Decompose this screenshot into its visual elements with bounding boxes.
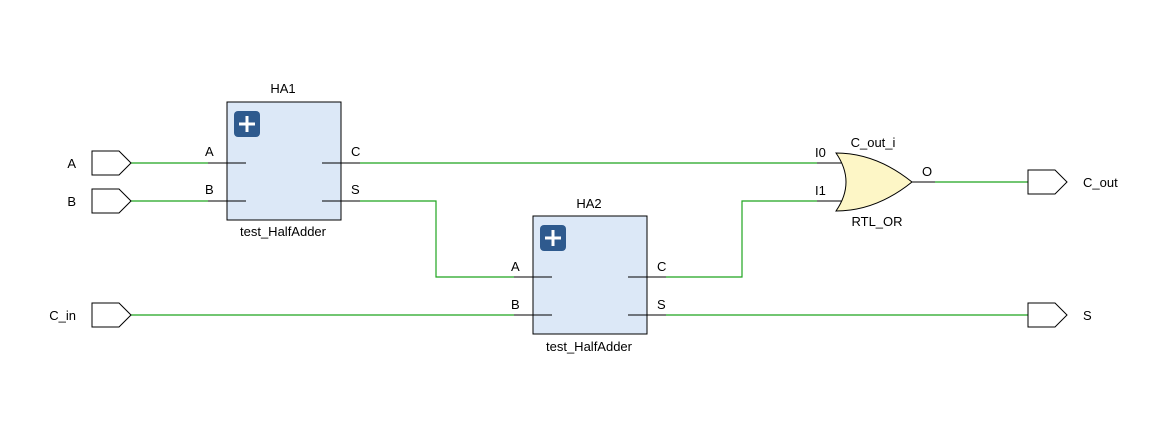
plus-icon: [239, 116, 255, 132]
input-port-a-label: A: [67, 156, 76, 171]
ha2-pin-b-label: B: [511, 297, 520, 312]
output-port-c-out[interactable]: [1027, 169, 1068, 195]
or-gate-pin-i1-label: I1: [815, 183, 826, 198]
or-gate-pin-o-label: O: [922, 164, 932, 179]
or-gate-instance-name: C_out_i: [851, 135, 896, 150]
plus-icon: [545, 230, 561, 246]
input-port-b[interactable]: [91, 188, 132, 214]
ha2-pin-s-label: S: [657, 297, 666, 312]
ha2-instance-name: HA2: [576, 196, 601, 211]
ha2-expand-button[interactable]: [540, 225, 566, 251]
ha1-pin-b-label: B: [205, 182, 214, 197]
ha1-module-name: test_HalfAdder: [240, 224, 327, 239]
ha1-pin-s-label: S: [351, 182, 360, 197]
ha1-pin-c-label: C: [351, 144, 360, 159]
output-port-c-out-label: C_out: [1083, 175, 1118, 190]
input-port-c-in[interactable]: [91, 302, 132, 328]
input-port-c-in-label: C_in: [49, 308, 76, 323]
ha1-instance-name: HA1: [270, 81, 295, 96]
ha2-module-name: test_HalfAdder: [546, 339, 633, 354]
output-port-s-label: S: [1083, 308, 1092, 323]
input-port-b-label: B: [67, 194, 76, 209]
output-port-s[interactable]: [1027, 302, 1068, 328]
input-port-a[interactable]: [91, 150, 132, 176]
ha2-pin-c-label: C: [657, 259, 666, 274]
net-ha2-c[interactable]: [666, 200, 817, 278]
or-gate-type-label: RTL_OR: [851, 214, 902, 229]
ha1-pin-a-label: A: [205, 144, 214, 159]
ha2-pin-a-label: A: [511, 259, 520, 274]
ha2-block[interactable]: [514, 215, 666, 335]
net-ha1-s[interactable]: [360, 200, 514, 278]
ha1-expand-button[interactable]: [234, 111, 260, 137]
ha1-block[interactable]: [208, 101, 360, 221]
or-gate[interactable]: [817, 152, 935, 212]
or-gate-pin-i0-label: I0: [815, 145, 826, 160]
